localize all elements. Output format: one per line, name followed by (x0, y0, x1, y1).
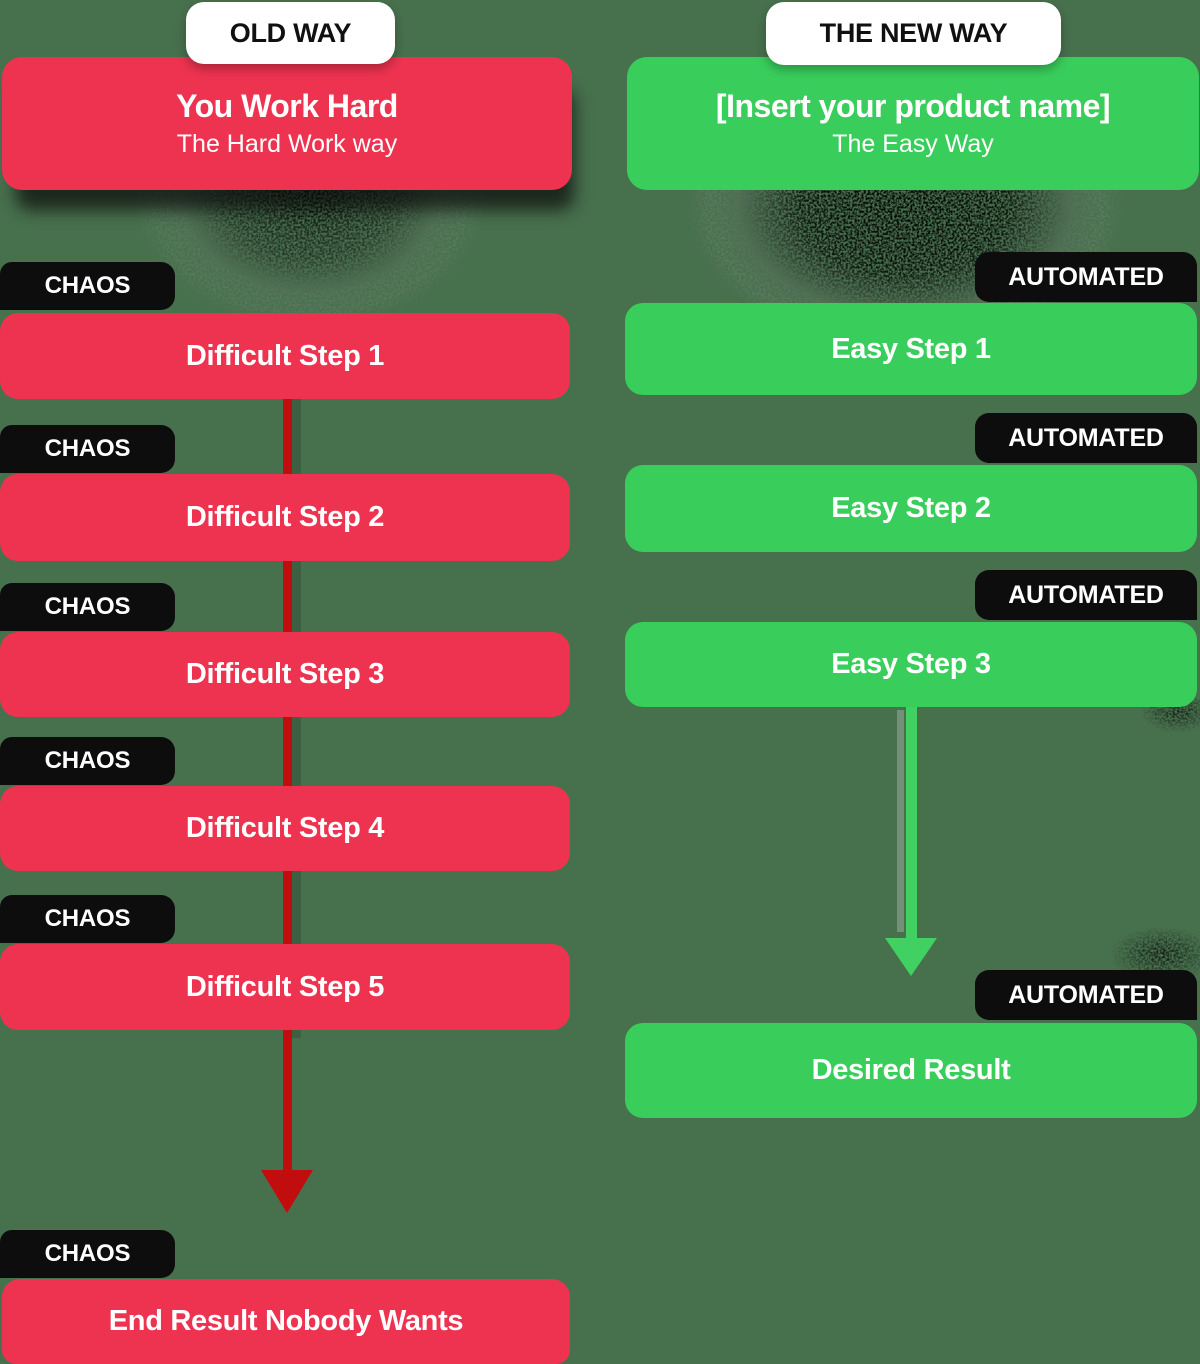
step-box-difficult-3: Difficult Step 3 (0, 632, 570, 717)
chaos-badge-1: CHAOS (0, 262, 175, 310)
chaos-badge-label: CHAOS (44, 905, 131, 932)
step-label: Difficult Step 2 (185, 501, 385, 533)
step-label: Difficult Step 3 (185, 658, 385, 690)
desired-result-label: Desired Result (811, 1054, 1011, 1086)
old-way-pill: OLD WAY (186, 2, 395, 64)
automated-badge-2: AUTOMATED (975, 413, 1197, 463)
automated-badge-4: AUTOMATED (975, 970, 1197, 1020)
old-way-header-box: You Work Hard The Hard Work way (2, 57, 572, 190)
red-arrow-shadow (292, 398, 301, 1038)
old-way-subtitle: The Hard Work way (176, 129, 398, 158)
chaos-badge-label: CHAOS (44, 1240, 131, 1267)
new-way-pill-label: THE NEW WAY (819, 18, 1008, 48)
chaos-badge-4: CHAOS (0, 737, 175, 785)
green-down-arrow-icon (885, 938, 937, 976)
chaos-badge-label: CHAOS (44, 435, 131, 462)
chaos-badge-6: CHAOS (0, 1230, 175, 1278)
desired-result-box: Desired Result (625, 1023, 1197, 1118)
step-box-difficult-4: Difficult Step 4 (0, 786, 570, 871)
step-label: Difficult Step 4 (185, 812, 385, 844)
new-way-header-box: [Insert your product name] The Easy Way (627, 57, 1199, 190)
chaos-badge-label: CHAOS (44, 593, 131, 620)
chaos-badge-label: CHAOS (44, 272, 131, 299)
step-label: Easy Step 1 (831, 332, 991, 365)
automated-badge-3: AUTOMATED (975, 570, 1197, 620)
chaos-badge-3: CHAOS (0, 583, 175, 631)
automated-badge-label: AUTOMATED (1008, 980, 1164, 1009)
automated-badge-label: AUTOMATED (1008, 262, 1164, 291)
old-way-pill-label: OLD WAY (229, 17, 352, 48)
automated-badge-label: AUTOMATED (1008, 423, 1164, 452)
new-way-subtitle: The Easy Way (832, 129, 994, 158)
step-box-easy-3: Easy Step 3 (625, 622, 1197, 707)
step-box-difficult-5: Difficult Step 5 (0, 944, 570, 1030)
chaos-badge-2: CHAOS (0, 425, 175, 473)
step-box-difficult-1: Difficult Step 1 (0, 313, 570, 399)
automated-badge-1: AUTOMATED (975, 252, 1197, 302)
red-arrow-line (283, 398, 292, 1170)
red-down-arrow-icon (261, 1170, 313, 1213)
step-label: Difficult Step 5 (185, 970, 385, 1003)
old-way-title: You Work Hard (176, 88, 398, 125)
step-box-easy-2: Easy Step 2 (625, 465, 1197, 552)
end-result-label: End Result Nobody Wants (108, 1305, 464, 1337)
step-box-difficult-2: Difficult Step 2 (0, 474, 570, 561)
step-box-easy-1: Easy Step 1 (625, 303, 1197, 395)
end-result-box: End Result Nobody Wants (2, 1279, 570, 1364)
green-arrow-shadow (897, 710, 904, 932)
step-label: Difficult Step 1 (185, 339, 385, 372)
step-label: Easy Step 2 (831, 492, 991, 524)
step-label: Easy Step 3 (831, 648, 991, 680)
chaos-badge-label: CHAOS (44, 747, 131, 774)
grunge-smudge-result (1112, 928, 1200, 976)
automated-badge-label: AUTOMATED (1008, 580, 1164, 609)
new-way-title: [Insert your product name] (715, 88, 1111, 125)
green-arrow-line (906, 703, 917, 938)
chaos-badge-5: CHAOS (0, 895, 175, 943)
new-way-pill: THE NEW WAY (766, 2, 1061, 65)
